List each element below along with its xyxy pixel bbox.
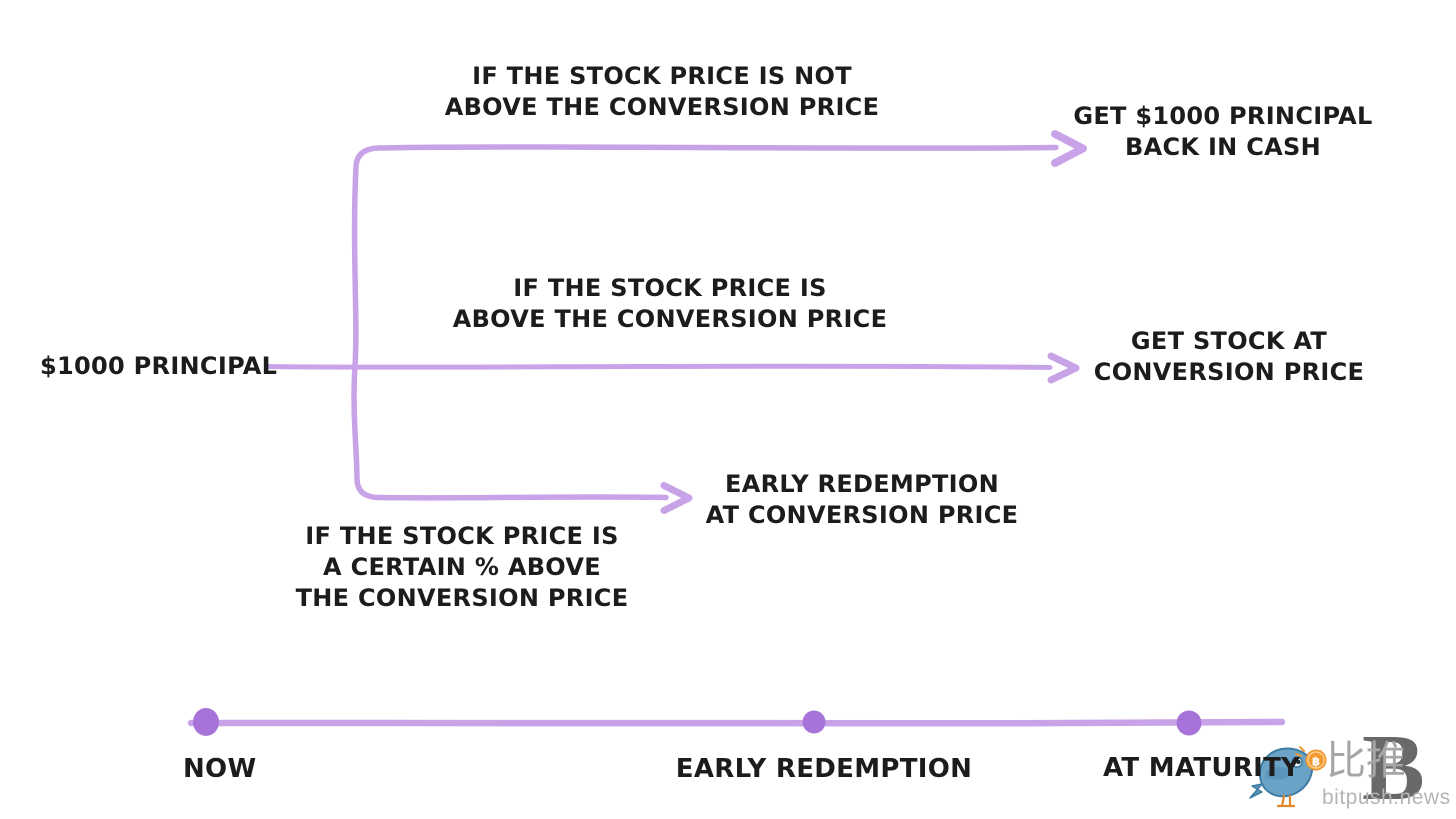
timeline-dot-now [193,708,219,736]
timeline-dot-early-redemption [802,710,826,734]
watermark-site-text: bitpush.news [1322,786,1451,809]
timeline-label-maturity: AT MATURITY [1103,753,1301,783]
watermark-brand-text: 比推 [1326,738,1406,784]
timeline-line [187,718,1286,727]
branch-top-outcome-label: GET $1000 PRINCIPAL BACK IN CASH [1073,102,1373,161]
branch-bottom-outcome-label: EARLY REDEMPTION AT CONVERSION PRICE [705,470,1019,529]
svg-text:฿: ฿ [1312,755,1320,769]
branch-top-condition-label: IF THE STOCK PRICE IS NOT ABOVE THE CONV… [444,62,880,121]
timeline-label-early-redemption: EARLY REDEMPTION [675,754,973,784]
branch-bottom-condition-label: IF THE STOCK PRICE IS A CERTAIN % ABOVE … [295,522,629,612]
arrowhead-bottom [660,482,693,514]
arrow-branch-fork [351,144,1059,501]
timeline-dot-maturity [1176,710,1202,736]
branch-middle-outcome-label: GET STOCK AT CONVERSION PRICE [1093,327,1365,386]
bitcoin-icon: ฿ [1295,746,1327,771]
arrowhead-middle [1047,352,1080,384]
source-label: $1000 PRINCIPAL [40,352,278,380]
bitpush-logo: B [1362,716,1425,819]
arrowhead-top [1051,130,1087,167]
arrow-main [264,363,1053,370]
branch-middle-condition-label: IF THE STOCK PRICE IS ABOVE THE CONVERSI… [452,274,888,333]
timeline-label-now: NOW [183,754,257,784]
